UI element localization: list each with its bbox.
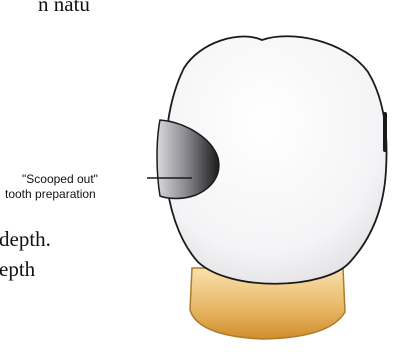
crown-edge-mark xyxy=(383,112,387,152)
preparation-label-line-1: "Scooped out" xyxy=(22,172,98,186)
text-fragment-depth-1: depth. xyxy=(0,229,51,250)
text-fragment-depth-2: epth xyxy=(0,259,35,280)
text-fragment-top: n natu xyxy=(38,0,90,15)
preparation-label-line-2: tooth preparation xyxy=(5,187,96,201)
